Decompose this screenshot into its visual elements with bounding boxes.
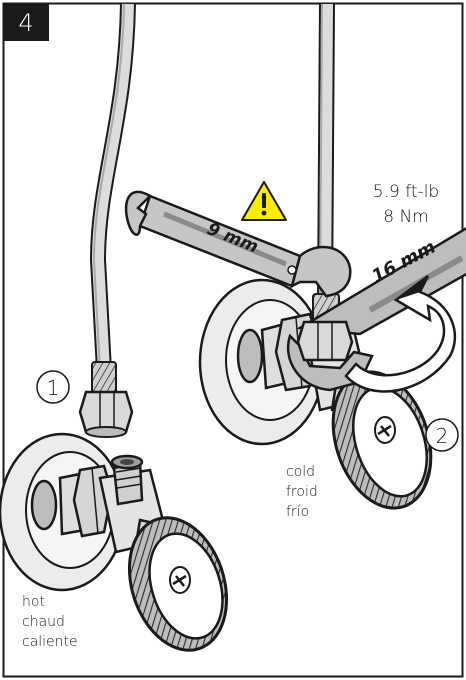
cold-hose-nut [296,320,354,362]
cold-valve-handle [331,370,433,510]
hot-label-en: hot [22,594,45,610]
callout-1: 1 [36,370,70,404]
callout-2: 2 [425,418,459,452]
cold-label: cold froid frío [286,464,318,520]
callout-1-number: 1 [47,376,60,400]
torque-spec: 5.9 ft-lb 8 Nm [373,182,439,227]
hot-valve-handle [127,516,229,652]
cold-label-fr: froid [286,484,318,500]
warning-icon [241,181,287,221]
step-number-badge: 4 [3,3,49,41]
cold-label-es: frío [286,504,309,520]
torque-imperial: 5.9 ft-lb [373,182,439,202]
hot-supply-hose [78,3,136,438]
callout-2-number: 2 [436,424,449,448]
torque-metric: 8 Nm [383,207,429,227]
cold-label-en: cold [286,464,315,480]
hot-label: hot chaud caliente [22,594,78,650]
wrench-9mm: 9 mm [124,190,352,298]
hot-label-es: caliente [22,634,78,650]
hot-label-fr: chaud [22,614,65,630]
rotation-arrow [344,275,457,393]
step-number: 4 [18,9,33,37]
